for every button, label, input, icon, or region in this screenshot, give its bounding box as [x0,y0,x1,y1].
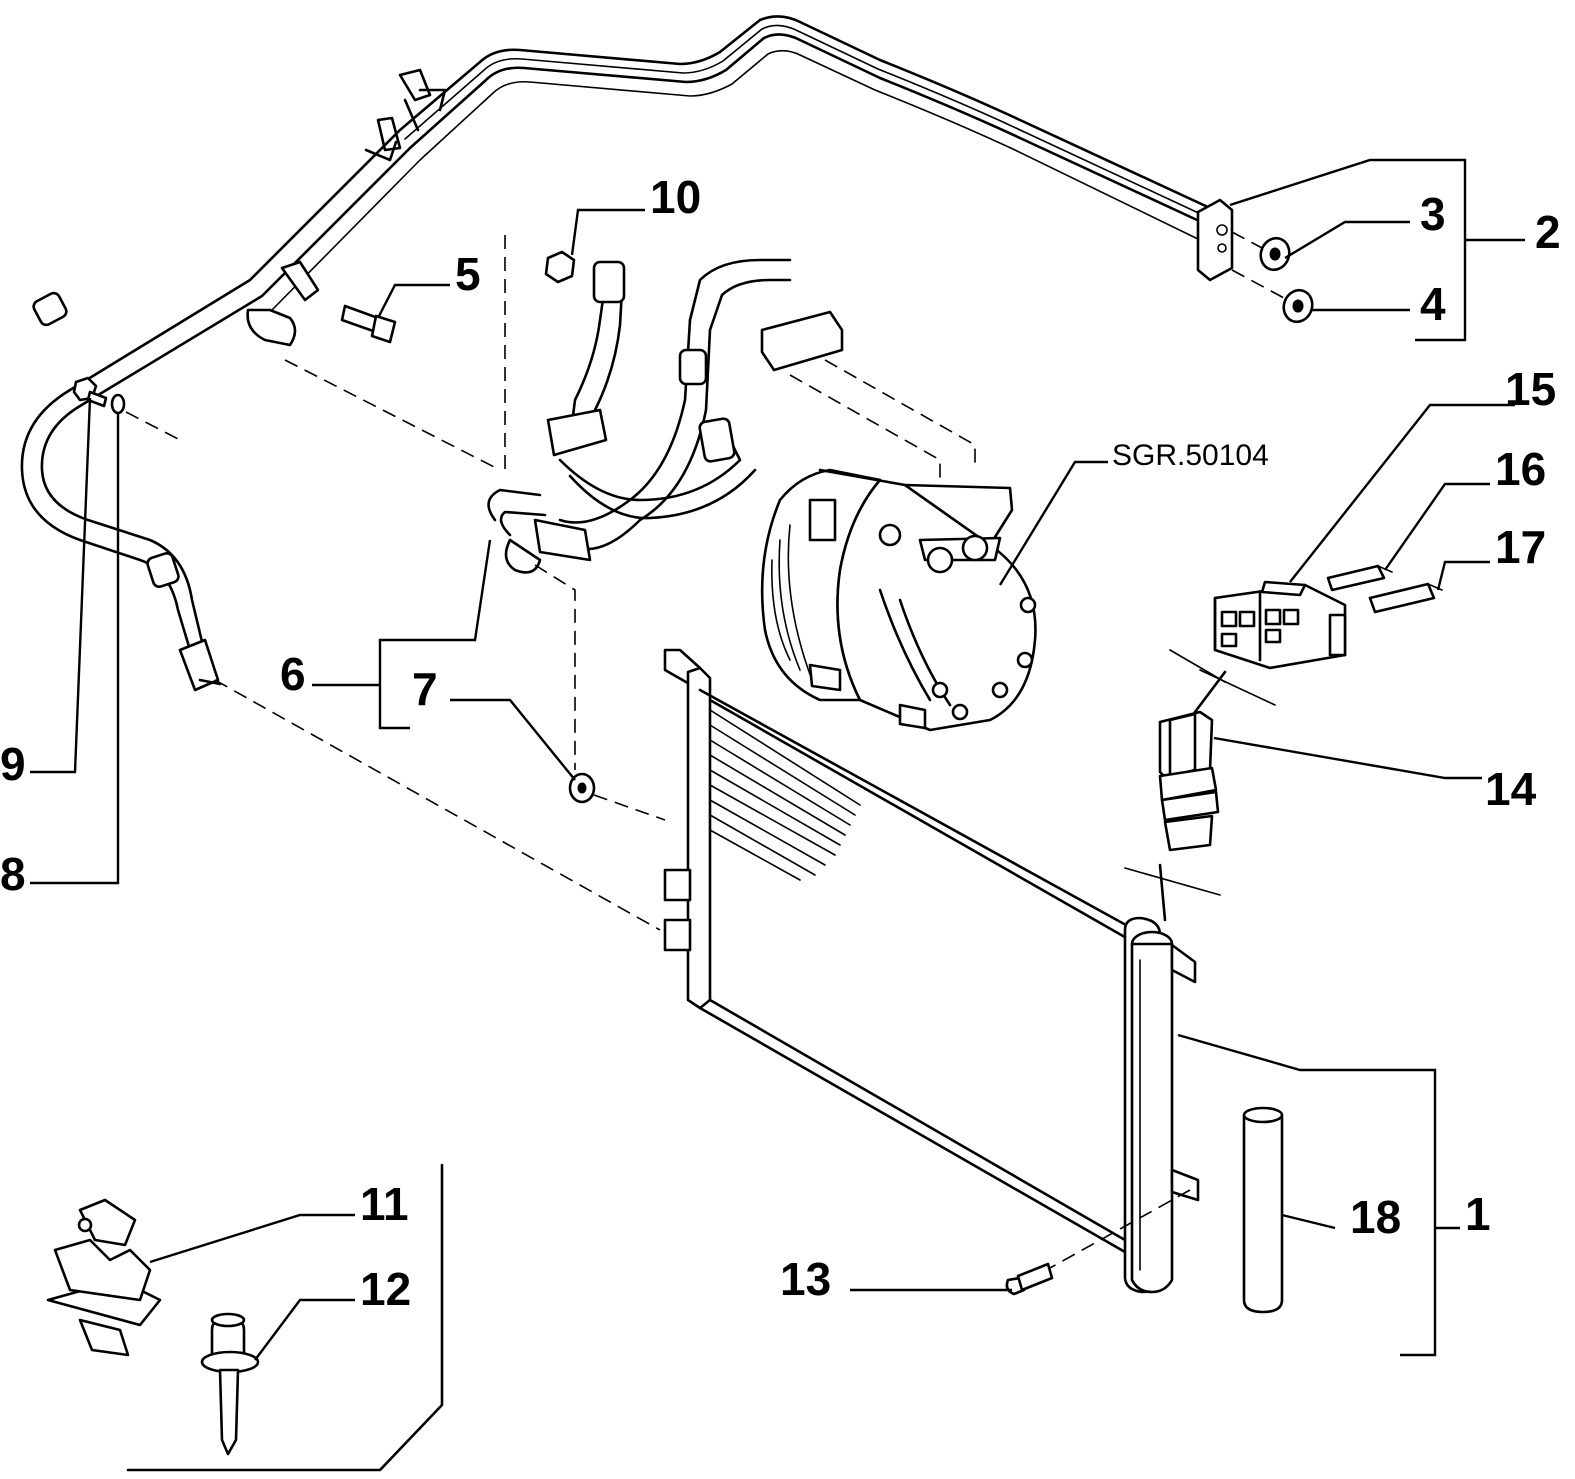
label-part-7: 7 [412,663,438,715]
label-part-12: 12 [360,1263,411,1315]
bolt-13 [1005,1262,1054,1296]
nut-10 [544,250,576,284]
pipe-clip-11 [46,1198,162,1357]
compressor-hose-assembly [487,258,844,574]
bolt-9 [72,376,108,408]
label-part-2: 2 [1535,206,1561,258]
terminal-pin-17 [1368,582,1443,614]
label-part-4: 4 [1420,278,1446,330]
label-part-9: 9 [0,738,26,790]
washer-8 [110,393,126,415]
label-part-16: 16 [1495,443,1546,495]
condenser [663,648,1200,1294]
drawing-reference: SGR.50104 [1112,439,1269,472]
connector-15 [1213,580,1347,670]
label-part-18: 18 [1350,1191,1401,1243]
label-part-17: 17 [1495,521,1546,573]
seal-ring-7 [568,772,596,804]
ac-compressor [760,468,1037,732]
label-part-13: 13 [780,1253,831,1305]
seal-ring-3 [1259,236,1291,272]
label-part-6: 6 [280,648,306,700]
label-part-11: 11 [360,1178,409,1230]
inset-frame-line [126,1163,444,1472]
rivet-12 [200,1312,260,1456]
label-part-15: 15 [1505,363,1556,415]
leader-lines [30,158,1525,1361]
label-part-1: 1 [1465,1188,1491,1240]
bolt-5 [340,304,397,344]
refrigerant-pipe-assembly [20,15,1234,692]
label-part-14: 14 [1485,763,1537,815]
desiccant-cartridge-18 [1242,1106,1284,1314]
seal-ring-4 [1282,288,1314,324]
label-part-8: 8 [0,848,26,900]
pressure-switch-14 [1158,710,1220,852]
label-part-10: 10 [650,171,701,223]
label-part-3: 3 [1420,188,1446,240]
terminal-pin-16 [1326,564,1393,592]
part-labels: 1 2 3 4 5 6 7 8 9 10 11 12 13 14 15 16 1… [0,171,1561,1315]
label-part-5: 5 [455,248,481,300]
